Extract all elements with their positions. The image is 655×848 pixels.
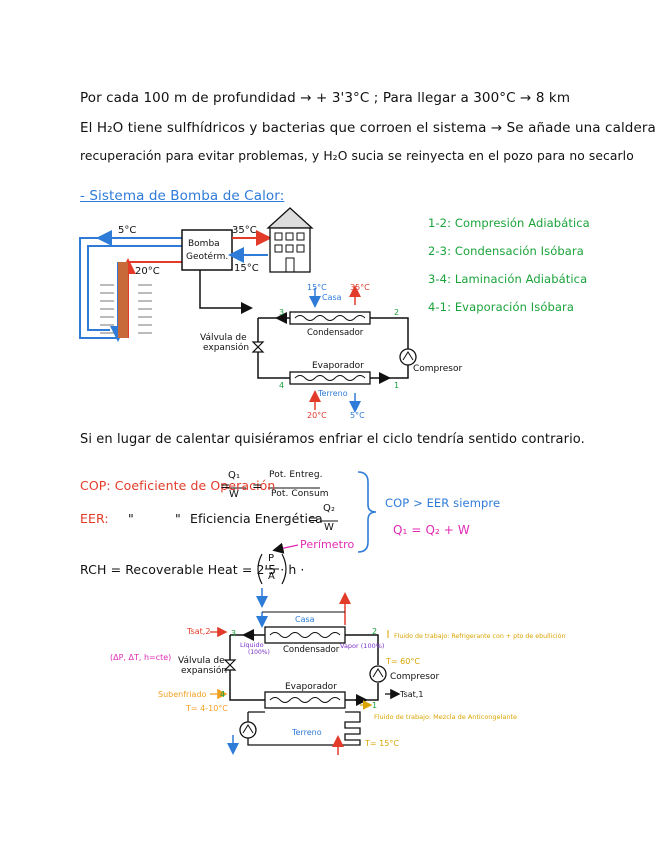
process-2-3: 2-3: Condensación Isóbara bbox=[428, 244, 584, 258]
perimeter-label: Perímetro bbox=[300, 538, 355, 551]
process-4-1: 4-1: Evaporación Isóbara bbox=[428, 300, 574, 314]
d2-t-terreno: T= 15°C bbox=[364, 739, 399, 748]
point-4: 4 bbox=[279, 381, 284, 390]
cond-temp-15c: 15°C bbox=[307, 283, 327, 292]
d2-evaporador: Evaporador bbox=[285, 682, 337, 692]
rch-numerator: P bbox=[268, 553, 275, 564]
cop-vs-eer: COP > EER siempre bbox=[385, 496, 501, 510]
cond-casa: Casa bbox=[322, 293, 342, 302]
process-3-4: 3-4: Laminación Adiabática bbox=[428, 272, 588, 286]
cond-label: Condensador bbox=[307, 328, 364, 338]
cop-equals: = bbox=[220, 478, 231, 493]
d2-t-evap: T= 4-10°C bbox=[185, 704, 228, 713]
d2-valve-label-1: Válvula de bbox=[178, 656, 225, 666]
d2-point-1: 1 bbox=[372, 701, 377, 710]
d2-condensador: Condensador bbox=[283, 645, 340, 655]
valve-label-2: expansión bbox=[203, 342, 249, 353]
d2-liquido-pct: (100%) bbox=[248, 649, 270, 656]
pump-label-2: Geotérm. bbox=[186, 251, 228, 262]
house-icon bbox=[266, 207, 314, 273]
eer-ditto-1: " bbox=[128, 511, 134, 526]
d2-vapor: Vapor (100%) bbox=[340, 642, 384, 650]
evap-terreno: Terreno bbox=[317, 389, 348, 398]
house-temp-15c: 15°C bbox=[234, 263, 259, 274]
d2-point-3: 3 bbox=[231, 629, 236, 638]
energy-balance: Q₁ = Q₂ + W bbox=[393, 523, 470, 537]
d2-liquido: Líquido bbox=[240, 641, 264, 649]
evap-temp-5c: 5°C bbox=[350, 411, 365, 420]
cop-denominator-2: Pot. Consum bbox=[271, 489, 329, 499]
eer-name: Eficiencia Energética bbox=[190, 511, 323, 526]
d2-valve-label-2: expansión bbox=[181, 665, 227, 676]
well-temp-20c: 20°C bbox=[135, 266, 160, 277]
d2-casa: Casa bbox=[295, 615, 315, 624]
point-3: 3 bbox=[279, 308, 284, 317]
cop-definition: COP: Coeficiente de Operación = Q₁ W = P… bbox=[80, 470, 329, 500]
note-line-1: Por cada 100 m de profundidad → + 3'3°C … bbox=[80, 90, 571, 106]
d2-t-60: T= 60°C bbox=[385, 657, 420, 666]
point-2: 2 bbox=[394, 308, 399, 317]
note-line-2: El H₂O tiene sulfhídricos y bacterias qu… bbox=[80, 120, 655, 136]
cycle-loop-2 bbox=[210, 588, 401, 755]
note-line-3: recuperación para evitar problemas, y H₂… bbox=[80, 149, 634, 163]
rch-definition: RCH = Recoverable Heat = 2'5 · h · bbox=[80, 562, 305, 577]
d2-dp-label: (ΔP, ΔT, h=cte) bbox=[110, 653, 171, 662]
cooling-note: Si en lugar de calentar quisiéramos enfr… bbox=[80, 432, 585, 447]
cop-numerator-2: Pot. Entreg. bbox=[269, 470, 323, 480]
process-1-2: 1-2: Compresión Adiabática bbox=[428, 216, 590, 230]
d2-terreno: Terreno bbox=[291, 728, 322, 737]
d2-tsat2: Tsat,2 bbox=[186, 627, 210, 636]
well-pipes bbox=[79, 230, 182, 342]
d2-point-2: 2 bbox=[372, 627, 377, 636]
well-temp-5c: 5°C bbox=[118, 225, 136, 236]
eer-ditto-2: " bbox=[175, 511, 181, 526]
cop-equals-2: = bbox=[252, 478, 263, 493]
eer-definition: EER: " " Eficiencia Energética = Q₂ W bbox=[80, 503, 335, 533]
cop-denominator: W bbox=[229, 489, 239, 500]
eer-equals: = bbox=[308, 511, 319, 526]
house-temp-35c: 35°C bbox=[232, 225, 257, 236]
valve-label-1: Válvula de bbox=[200, 333, 247, 343]
pump-label-1: Bomba bbox=[188, 239, 220, 249]
d2-subenfriado: Subenfriado bbox=[158, 690, 207, 699]
eer-text: EER: bbox=[80, 511, 109, 526]
d2-fluido-2: Fluido de trabajo: Mezcla de Anticongela… bbox=[374, 713, 517, 721]
cycle-loop-1 bbox=[251, 285, 417, 413]
eer-numerator: Q₂ bbox=[323, 503, 336, 514]
evap-label: Evaporador bbox=[312, 361, 364, 371]
cop-text: COP: Coeficiente de Operación bbox=[80, 478, 276, 493]
d2-compressor: Compresor bbox=[390, 672, 440, 682]
d2-point-4: 4 bbox=[220, 690, 225, 699]
section-title: - Sistema de Bomba de Calor: bbox=[80, 188, 285, 204]
d2-fluido-1: Fluido de trabajo: Refrigerante con + pt… bbox=[394, 632, 565, 640]
cop-numerator: Q₁ bbox=[228, 470, 241, 481]
cond-temp-35c: 35°C bbox=[350, 283, 370, 292]
rch-denominator: A bbox=[268, 571, 275, 582]
d2-tsat1: Tsat,1 bbox=[399, 690, 423, 699]
compressor-label: Compresor bbox=[413, 364, 463, 374]
brace bbox=[357, 471, 377, 553]
evap-temp-20c: 20°C bbox=[307, 411, 327, 420]
point-1: 1 bbox=[394, 381, 399, 390]
eer-denominator: W bbox=[324, 522, 334, 533]
